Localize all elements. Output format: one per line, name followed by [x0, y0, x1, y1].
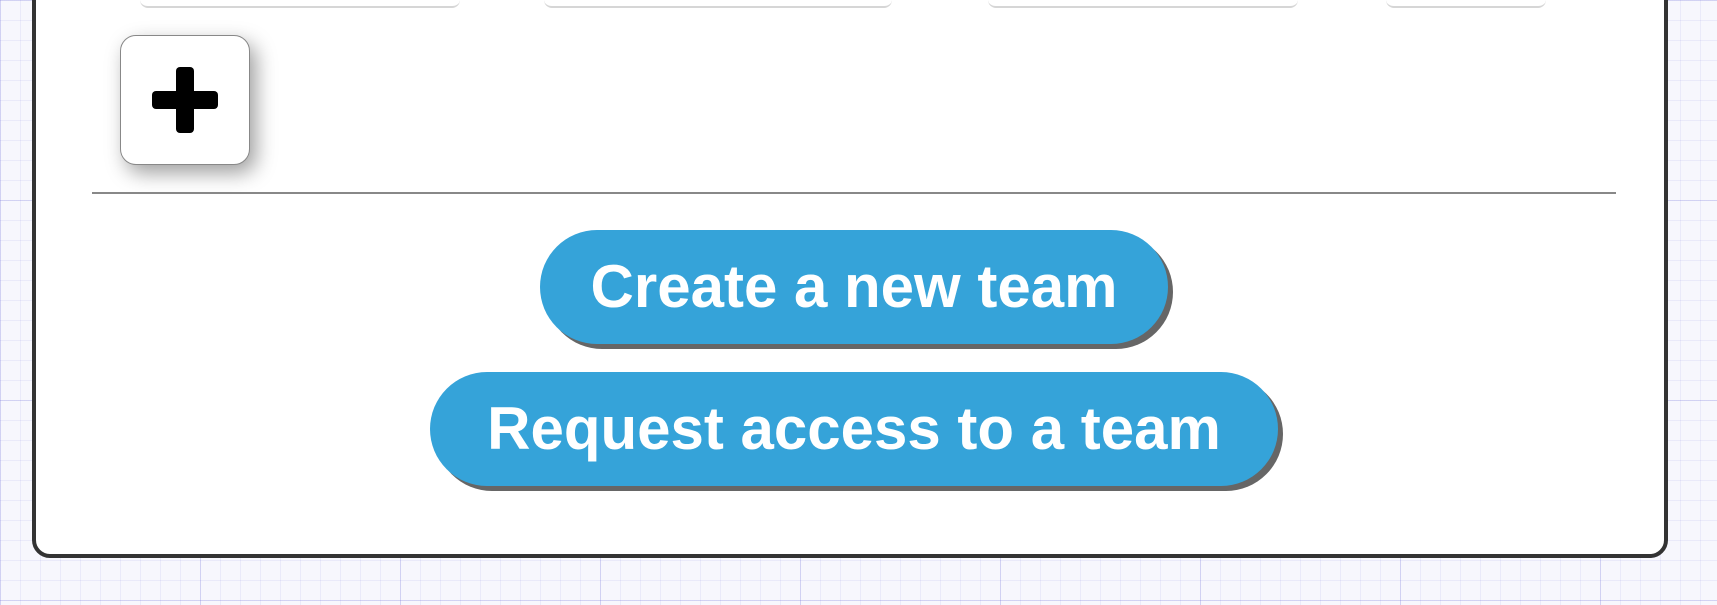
create-team-button[interactable]: Create a new team	[540, 230, 1168, 344]
add-button[interactable]	[120, 35, 250, 165]
divider	[92, 192, 1616, 194]
row-item-stub	[544, 0, 892, 8]
request-access-button[interactable]: Request access to a team	[430, 372, 1278, 486]
plus-icon	[152, 67, 218, 133]
row-item-stub	[140, 0, 460, 8]
row-item-stub	[1386, 0, 1546, 8]
row-item-stub	[988, 0, 1298, 8]
team-panel: Create a new team Request access to a te…	[32, 0, 1668, 558]
